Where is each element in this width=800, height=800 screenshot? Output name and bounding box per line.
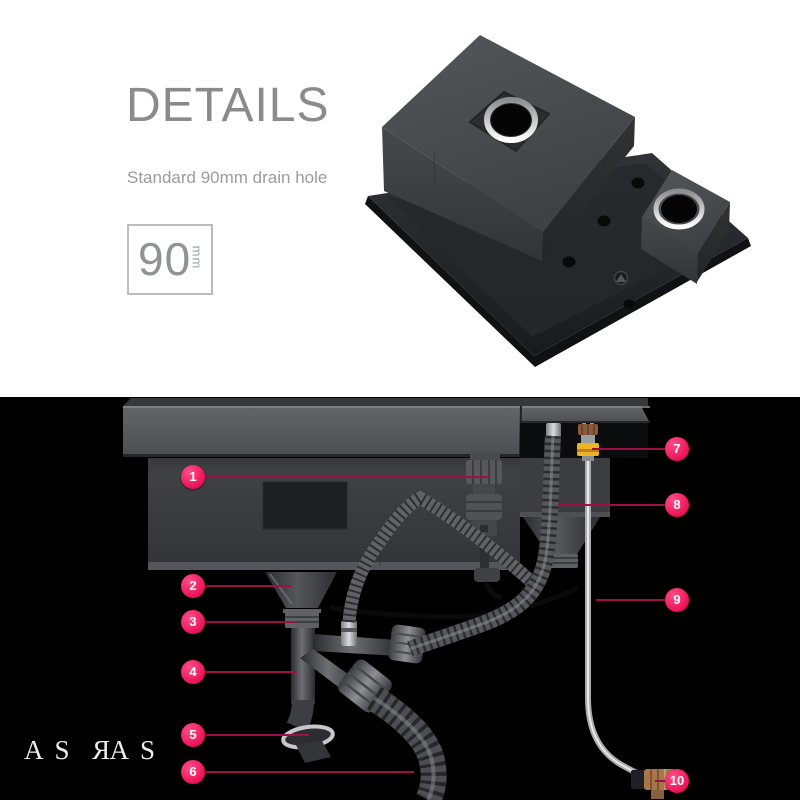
pullout-hose <box>341 490 543 646</box>
sink-render <box>365 35 751 367</box>
installation-diagram-section: 1 2 3 4 5 6 7 8 9 10 <box>0 397 800 800</box>
callout-4-marker: 4 <box>181 660 205 684</box>
brand-logo: ASRAS <box>24 735 167 765</box>
small-bowl <box>641 170 730 284</box>
faucet-hose <box>407 423 561 657</box>
main-bowl <box>382 35 635 261</box>
drain-collar <box>285 612 319 628</box>
small-drain-hole-icon <box>653 188 705 230</box>
main-drain-hole-icon <box>484 97 538 143</box>
countertop <box>123 398 650 458</box>
faucet-fitting <box>577 423 599 461</box>
callout-1-marker: 1 <box>181 465 205 489</box>
size-badge: 90 mm <box>127 224 213 295</box>
page-title: DETAILS <box>126 79 330 132</box>
hose-tip <box>341 620 357 646</box>
brand-reversed-r: R <box>80 735 110 765</box>
drain-funnel <box>265 572 337 608</box>
callout-10-marker: 10 <box>665 769 689 793</box>
callout-2-marker: 2 <box>181 574 205 598</box>
sink-label-plate <box>262 481 348 530</box>
overflow-cable <box>483 581 503 601</box>
sink-rim-edge <box>365 196 751 367</box>
callout-3-marker: 3 <box>181 610 205 634</box>
size-badge-value: 90 <box>138 233 192 285</box>
callout-8-marker: 8 <box>665 493 689 517</box>
callout-7-marker: 7 <box>665 437 689 461</box>
drain-hole-subtitle: Standard 90mm drain hole <box>127 168 328 187</box>
callout-6-marker: 6 <box>181 760 205 784</box>
callout-lines <box>206 448 667 782</box>
rim-logo-icon <box>613 270 629 286</box>
rim-holes <box>562 177 645 309</box>
callout-9-marker: 9 <box>665 588 689 612</box>
outlet-hose <box>366 687 447 800</box>
callout-5-marker: 5 <box>181 723 205 747</box>
details-section: DETAILS Standard 90mm drain hole 90 mm <box>0 0 800 397</box>
